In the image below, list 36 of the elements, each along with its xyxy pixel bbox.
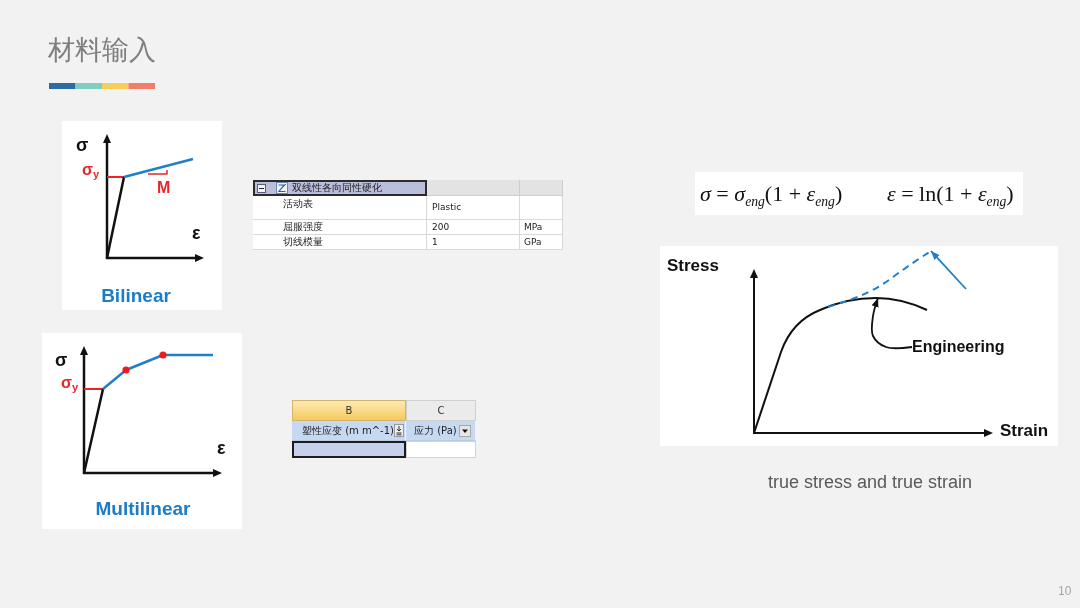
table-cell: 切线模量	[253, 235, 427, 250]
chart-title: Bilinear	[101, 286, 171, 305]
leader-arrow	[930, 250, 967, 290]
yield-stress-label: σ$_{y}$	[82, 162, 100, 178]
table-cell: GPa	[520, 235, 563, 250]
table-cell: MPa	[520, 220, 563, 235]
true-curve	[827, 250, 932, 308]
leader-arrow	[870, 297, 913, 349]
table-cell: 活动表	[253, 196, 427, 220]
table-cell: 1	[427, 235, 520, 250]
chart-panel	[42, 333, 242, 529]
column-name: 塑性应变 (m m^-1)	[302, 425, 394, 436]
column-header: C	[406, 400, 476, 421]
axis-label: σ	[55, 351, 68, 369]
axis-label: ε	[192, 224, 201, 242]
axis-label: σ	[76, 136, 89, 154]
column-header: B	[292, 400, 406, 421]
chart-panel	[62, 121, 222, 310]
chart-title: Multilinear	[95, 499, 191, 518]
column-name: 应力 (Pa)	[414, 425, 457, 436]
figure-caption: true stress and true strain	[767, 473, 973, 491]
table-cell: 屈服强度	[253, 220, 427, 235]
slope-label: M	[157, 180, 171, 196]
axis-label: ε	[217, 439, 226, 457]
formula: ε = ln(1 + ε$_{eng}$)	[887, 181, 1014, 208]
axis-title: Stress	[667, 257, 719, 274]
table-cell: Plastic	[427, 196, 520, 220]
header-text: 双线性各向同性硬化	[292, 183, 382, 193]
yield-stress-label: σ$_{y}$	[61, 375, 79, 391]
chart-panel	[660, 246, 1058, 446]
slide-title: 材料输入	[48, 36, 156, 63]
formula: σ = σ$_{eng}$(1 + ε$_{eng}$)	[700, 181, 843, 208]
curve-label: Engineering	[912, 339, 1005, 355]
table-cell: 200	[427, 220, 520, 235]
page-number: 10	[1058, 585, 1072, 597]
axis-title: Strain	[1000, 422, 1049, 439]
